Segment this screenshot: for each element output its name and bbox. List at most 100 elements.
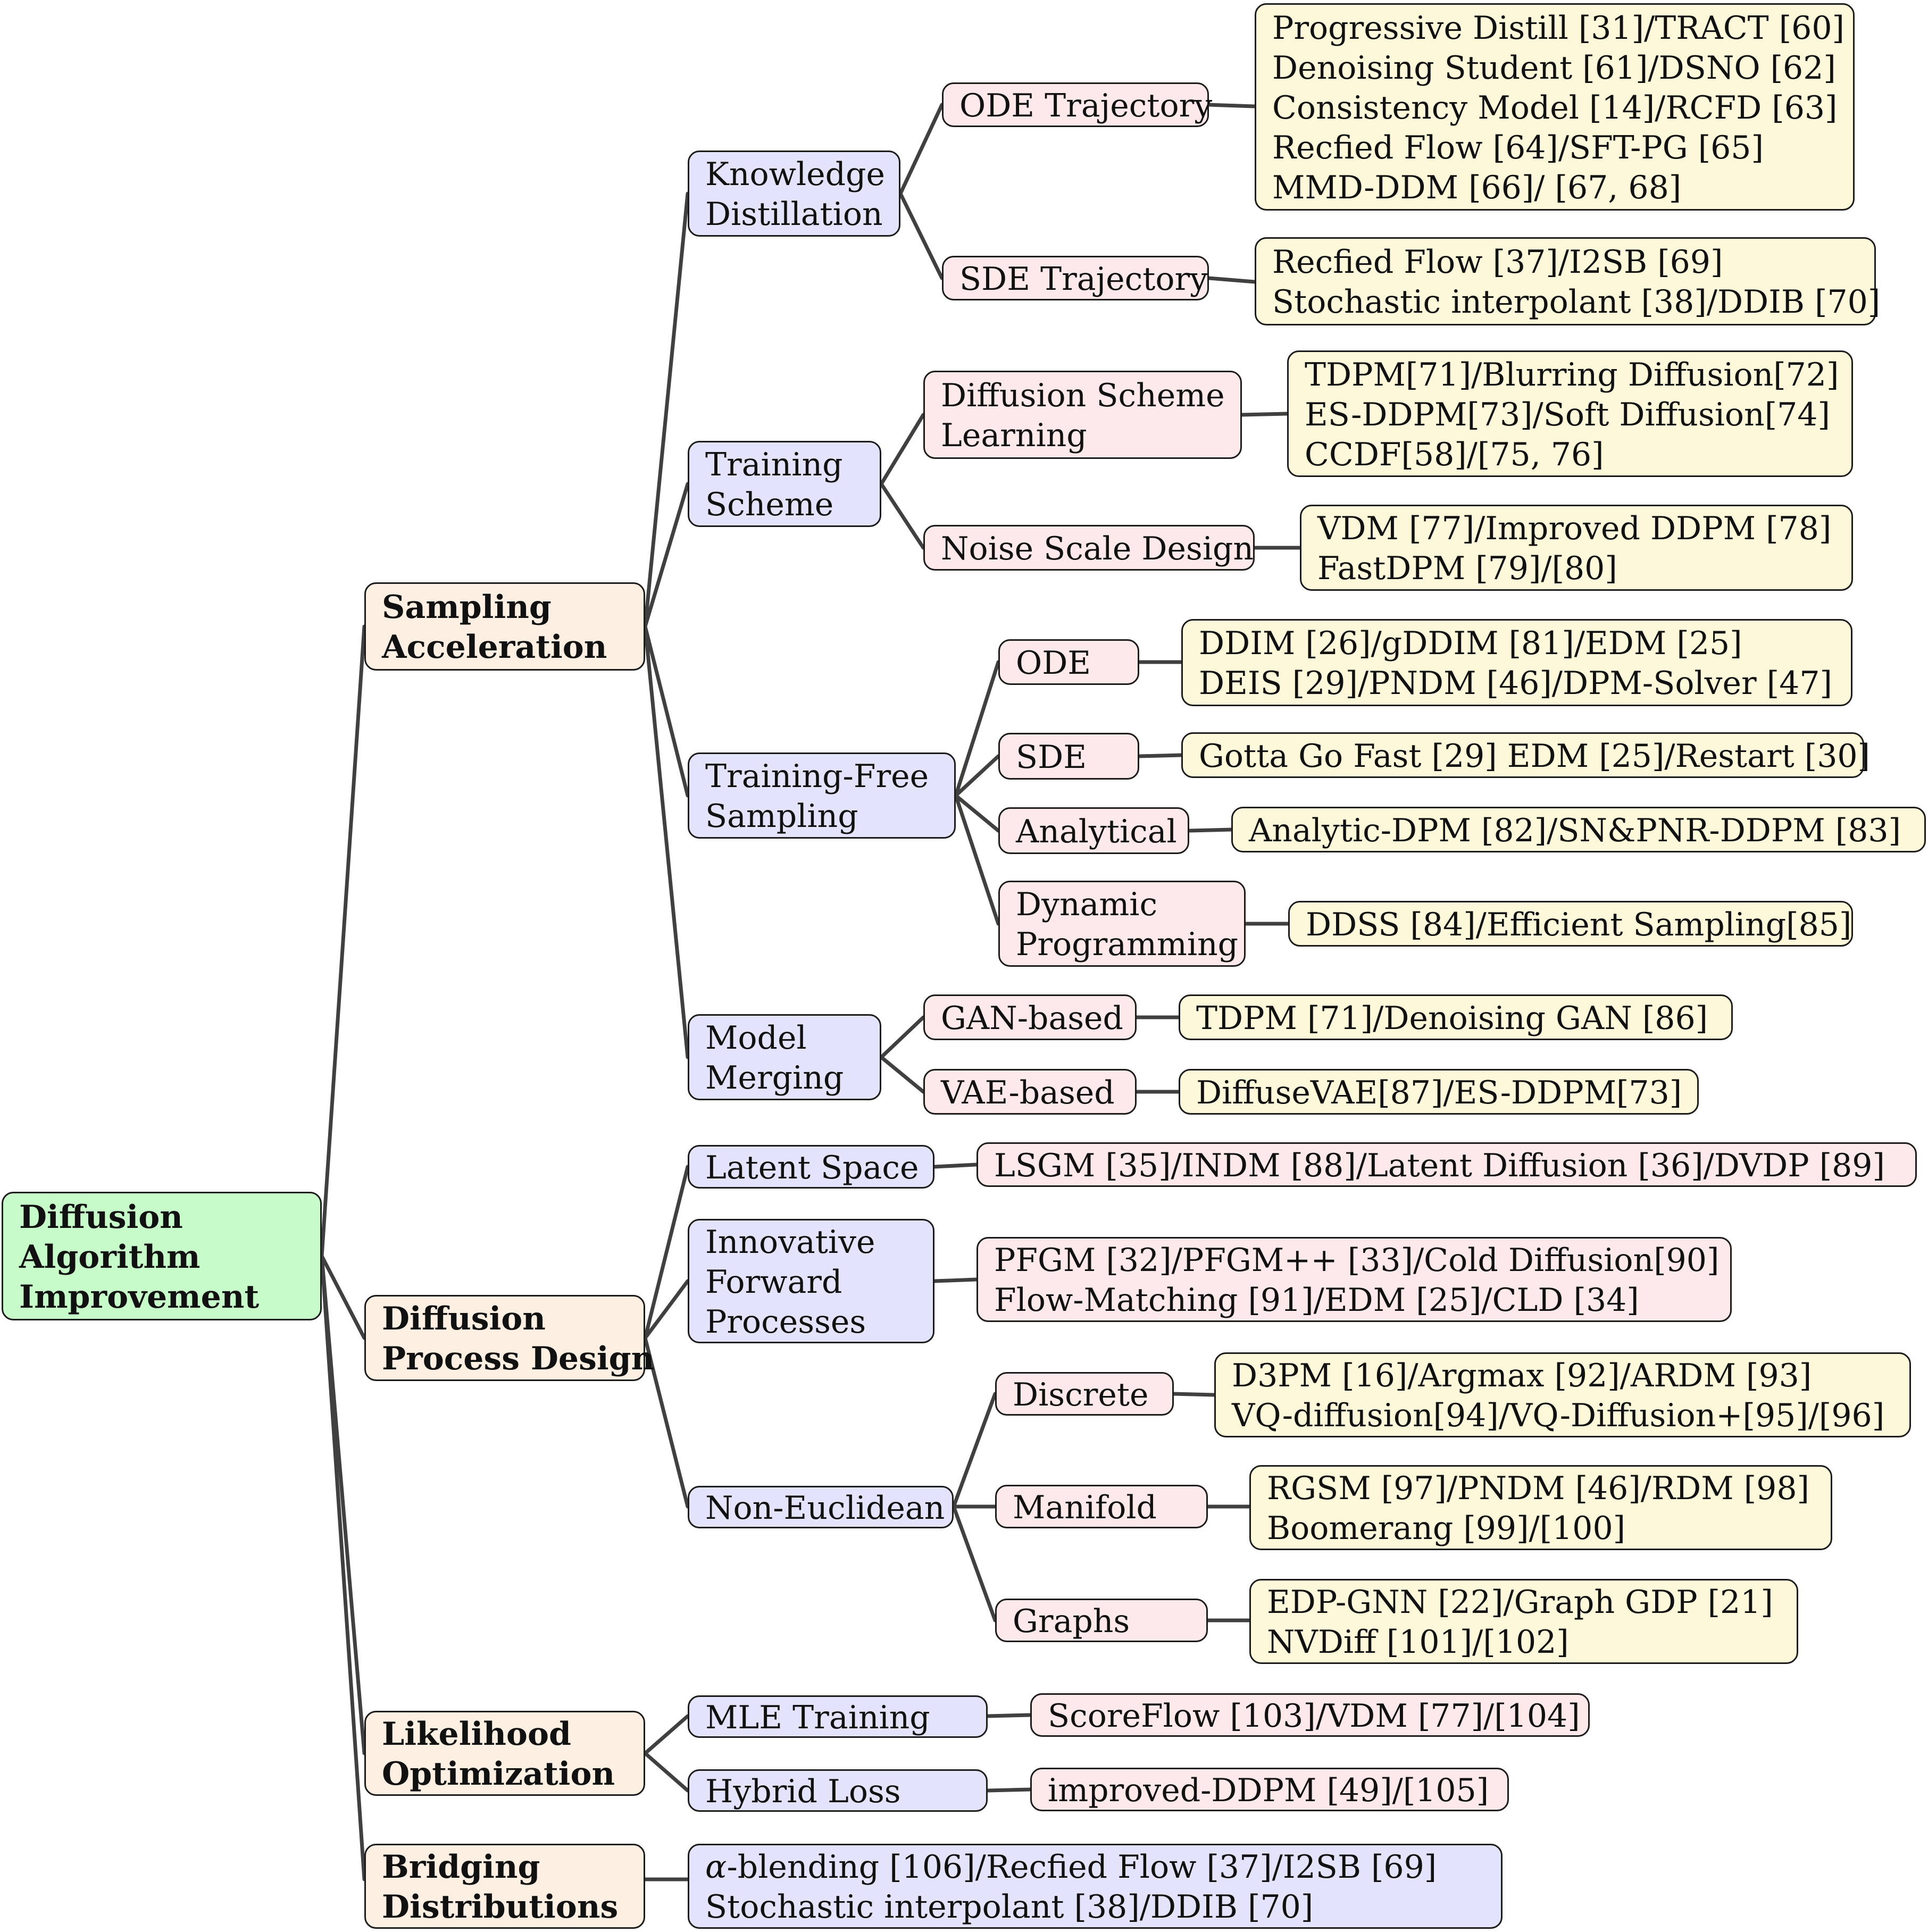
hybrid-loss-label: Hybrid Loss (705, 1772, 901, 1810)
gan-based-node: GAN-based (923, 994, 1137, 1040)
sde-solver-refs: Gotta Go Fast [29] EDM [25]/Restart [30] (1181, 732, 1870, 778)
graphs-refs: EDP-GNN [22]/Graph GDP [21] NVDiff [101]… (1249, 1579, 1798, 1664)
hybrid-loss-refs: improved-DDPM [49]/[105] (1030, 1768, 1509, 1811)
training-free-sampling-line-1: Training-Free (705, 758, 929, 795)
model-merging-node: Model Merging (688, 1014, 881, 1100)
vae-based-label: VAE-based (941, 1074, 1115, 1111)
sampling-acceleration-line-2: Acceleration (382, 629, 607, 666)
training-scheme-node: Training Scheme (688, 441, 881, 527)
innovative-forward-ref-2: Flow-Matching [91]/EDM [25]/CLD [34] (994, 1282, 1639, 1319)
sde-trajectory-ref-2: Stochastic interpolant [38]/DDIB [70] (1272, 283, 1881, 321)
edge-root-process (320, 1254, 366, 1340)
dp-ref-1: DDSS [84]/Efficient Sampling[85] (1306, 906, 1852, 943)
diffusion-scheme-learning-line-2: Learning (941, 417, 1087, 454)
edge-sampling-mm (643, 624, 690, 1059)
edge-analytical-refs (1187, 827, 1233, 833)
edge-dsl-refs (1240, 412, 1289, 417)
edge-tfs-ode (954, 660, 1000, 798)
ode-solver-refs: DDIM [26]/gDDIM [81]/EDM [25] DEIS [29]/… (1181, 619, 1852, 706)
knowledge-distillation-line-2: Distillation (705, 196, 883, 233)
ode-trajectory-ref-2: Denoising Student [61]/DSNO [62] (1272, 49, 1836, 87)
hybrid-loss-node: Hybrid Loss (688, 1769, 988, 1812)
diffusion-scheme-learning-refs: TDPM[71]/Blurring Diffusion[72] ES-DDPM[… (1287, 350, 1853, 477)
ode-solver-ref-2: DEIS [29]/PNDM [46]/DPM-Solver [47] (1199, 665, 1832, 702)
root-line-3: Improvement (19, 1278, 260, 1316)
innovative-forward-processes-node: Innovative Forward Processes (688, 1219, 934, 1343)
ode-trajectory-ref-3: Consistency Model [14]/RCFD [63] (1272, 89, 1838, 127)
manifold-node: Manifold (995, 1485, 1208, 1528)
bridging-distributions-line-1: Bridging (382, 1849, 540, 1886)
diffusion-process-design-line-1: Diffusion (382, 1300, 546, 1337)
manifold-ref-1: RGSM [97]/PNDM [46]/RDM [98] (1267, 1470, 1809, 1507)
noise-scale-design-node: Noise Scale Design (923, 525, 1255, 571)
dsl-ref-1: TDPM[71]/Blurring Diffusion[72] (1305, 356, 1839, 394)
edge-mm-gan (879, 1015, 925, 1059)
analytical-label: Analytical (1016, 813, 1177, 850)
likelihood-optimization-line-1: Likelihood (382, 1716, 571, 1753)
dsl-ref-3: CCDF[58]/[75, 76] (1305, 436, 1604, 473)
analytical-ref-1: Analytic-DPM [82]/SN&PNR-DDPM [83] (1249, 812, 1901, 849)
edge-forward-refs (932, 1277, 979, 1283)
edge-root-sampling (320, 624, 366, 1258)
gan-based-refs: TDPM [71]/Denoising GAN [86] (1179, 994, 1733, 1040)
ode-trajectory-label: ODE Trajectory (959, 87, 1213, 124)
edge-sampling-tfs (643, 624, 690, 798)
sampling-acceleration-node: Sampling Acceleration (364, 582, 645, 671)
vae-based-node: VAE-based (923, 1069, 1137, 1115)
edge-ts-dsl (879, 413, 925, 486)
edge-mle-refs (986, 1713, 1032, 1718)
mle-training-label: MLE Training (705, 1699, 930, 1736)
noise-scale-design-refs: VDM [77]/Improved DDPM [78] FastDPM [79]… (1300, 505, 1853, 591)
latent-space-ref-1: LSGM [35]/INDM [88]/Latent Diffusion [36… (994, 1147, 1885, 1184)
sde-trajectory-node: SDE Trajectory (942, 256, 1209, 300)
root-node: Diffusion Algorithm Improvement (2, 1192, 322, 1320)
diffusion-scheme-learning-node: Diffusion Scheme Learning (923, 371, 1242, 459)
dsl-ref-2: ES-DDPM[73]/Soft Diffusion[74] (1305, 396, 1830, 433)
training-free-sampling-line-2: Sampling (705, 798, 858, 835)
edge-tfs-analytical (954, 793, 1000, 833)
edge-sde-refs (1207, 276, 1257, 284)
edge-root-bridging (320, 1254, 366, 1881)
analytical-node: Analytical (998, 807, 1189, 854)
edge-latent-refs (932, 1162, 979, 1169)
edge-noneuc-graphs (952, 1504, 997, 1622)
training-scheme-line-1: Training (705, 446, 843, 483)
discrete-ref-1: D3PM [16]/Argmax [92]/ARDM [93] (1232, 1357, 1812, 1394)
edge-kd-ode (898, 103, 944, 196)
dynamic-programming-node: Dynamic Programming (998, 881, 1246, 967)
sde-solver-ref-1: Gotta Go Fast [29] EDM [25]/Restart [30] (1199, 737, 1870, 775)
ode-trajectory-refs: Progressive Distill [31]/TRACT [60] Deno… (1255, 3, 1855, 211)
latent-space-label: Latent Space (705, 1149, 919, 1186)
sde-trajectory-ref-1: Recfied Flow [37]/I2SB [69] (1272, 244, 1723, 281)
ode-trajectory-node: ODE Trajectory (942, 82, 1213, 127)
hybrid-loss-ref-1: improved-DDPM [49]/[105] (1048, 1771, 1489, 1809)
graphs-node: Graphs (995, 1599, 1208, 1642)
innovative-forward-line-2: Forward (705, 1263, 842, 1301)
mle-training-ref-1: ScoreFlow [103]/VDM [77]/[104] (1048, 1697, 1580, 1735)
likelihood-optimization-node: Likelihood Optimization (364, 1711, 645, 1796)
likelihood-optimization-line-2: Optimization (382, 1755, 615, 1793)
nsd-ref-1: VDM [77]/Improved DDPM [78] (1317, 510, 1832, 547)
bridging-refs-line-2: Stochastic interpolant [38]/DDIB [70] (705, 1888, 1314, 1926)
sampling-acceleration-line-1: Sampling (382, 589, 552, 626)
sde-solver-node: SDE (998, 733, 1139, 780)
model-merging-line-2: Merging (705, 1059, 844, 1097)
bridging-refs-line-1: α-blending [106]/Recfied Flow [37]/I2SB … (705, 1847, 1486, 1887)
edge-mm-vae (879, 1055, 925, 1094)
bridging-refs-node: α-blending [106]/Recfied Flow [37]/I2SB … (688, 1844, 1503, 1929)
graphs-ref-1: EDP-GNN [22]/Graph GDP [21] (1267, 1584, 1773, 1621)
diffusion-process-design-node: Diffusion Process Design (364, 1295, 654, 1381)
diffusion-scheme-learning-line-1: Diffusion Scheme (941, 377, 1225, 414)
discrete-node: Discrete (995, 1372, 1174, 1416)
edge-ode-refs (1207, 103, 1257, 108)
innovative-forward-line-3: Processes (705, 1303, 866, 1341)
gan-based-ref-1: TDPM [71]/Denoising GAN [86] (1196, 999, 1708, 1037)
innovative-forward-line-1: Innovative (705, 1223, 875, 1261)
manifold-ref-2: Boomerang [99]/[100] (1267, 1510, 1626, 1547)
edge-noneuc-discrete (952, 1392, 997, 1509)
edge-likelihood-mle (643, 1714, 690, 1755)
noise-scale-design-label: Noise Scale Design (941, 530, 1254, 567)
edge-sampling-kd (643, 191, 690, 629)
analytical-refs: Analytic-DPM [82]/SN&PNR-DDPM [83] (1231, 807, 1926, 852)
